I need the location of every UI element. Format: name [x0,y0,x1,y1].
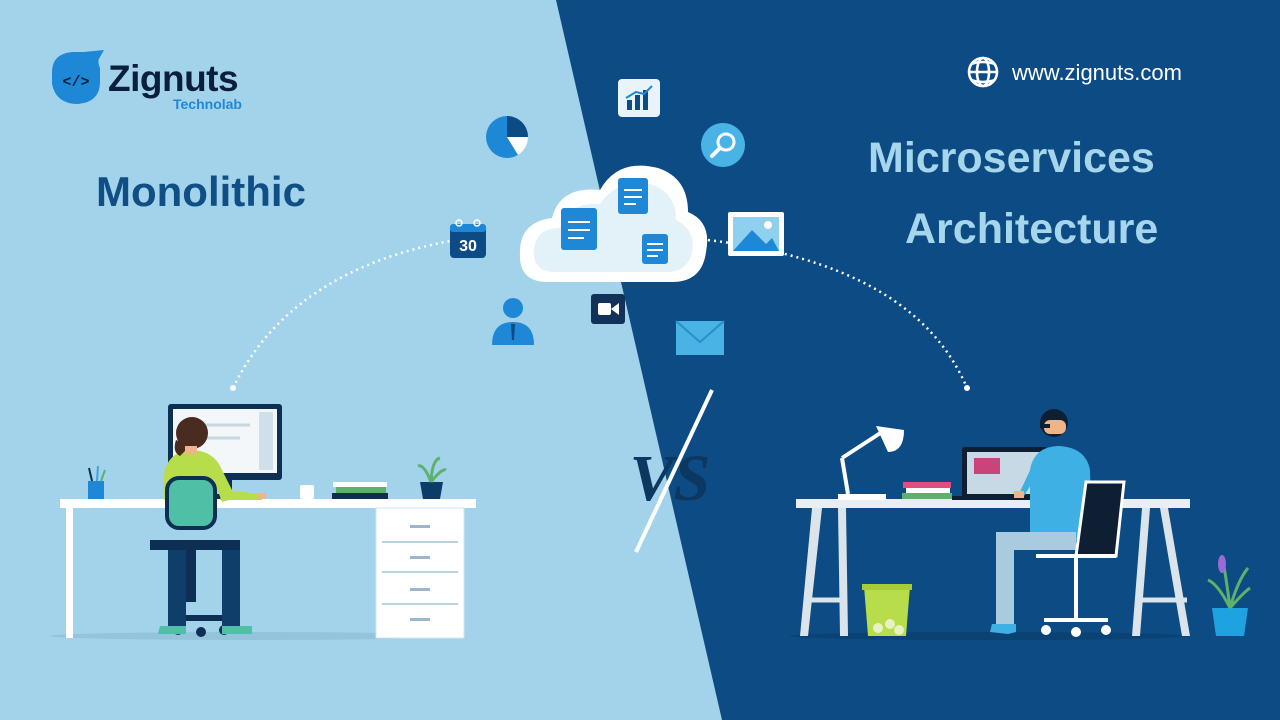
monolithic-title: Monolithic [96,168,306,215]
document-icon [618,178,648,214]
brand-name: Zignuts [108,58,239,99]
logo-glyph: </> [62,74,89,91]
globe-icon [967,56,999,88]
document-icon [642,234,668,264]
pie-chart-icon [486,116,529,158]
bar-chart-icon [618,79,660,117]
calendar-day: 30 [459,238,477,255]
zignuts-logo-icon: </> [52,50,104,104]
website-url[interactable]: www.zignuts.com [1012,60,1182,85]
microservices-title-line2: Architecture [905,205,1159,253]
brand-subtitle: Technolab [173,96,242,112]
document-icon [561,208,597,250]
versus-emblem: VS [630,389,714,553]
magnifier-icon [701,123,745,167]
image-icon [728,212,784,256]
video-camera-icon [591,294,625,324]
left-desk-scene [50,404,476,640]
user-icon [492,298,534,345]
calendar-icon: 30 [450,219,486,258]
microservices-title-line1: Microservices [868,134,1155,182]
right-desk-scene [790,409,1251,640]
mail-icon [675,320,725,355]
